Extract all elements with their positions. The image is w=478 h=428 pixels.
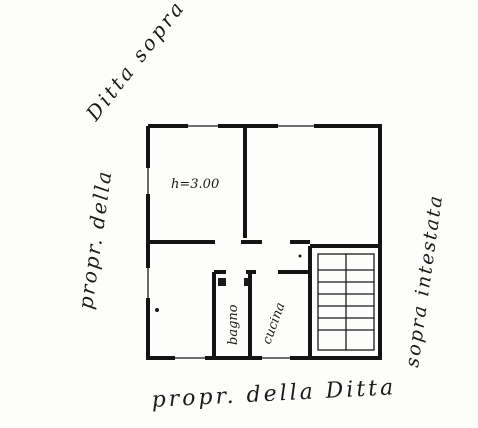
- staircase: [317, 253, 375, 351]
- room-height-label: h=3.00: [171, 177, 219, 192]
- room-label-bagno: bagno: [226, 304, 241, 345]
- right-neighbor-label: sopra intestata: [401, 193, 447, 369]
- left-neighbor-label: propr. della: [73, 168, 116, 311]
- outer-walls: [146, 124, 382, 360]
- top-neighbor-label: Ditta sopra intestata: [80, 0, 267, 126]
- bottom-neighbor-label: propr. della Ditta: [151, 375, 397, 413]
- fixtures: [155, 254, 302, 312]
- room-label-cucina: cucina: [260, 301, 289, 347]
- window-marks: [147, 125, 314, 359]
